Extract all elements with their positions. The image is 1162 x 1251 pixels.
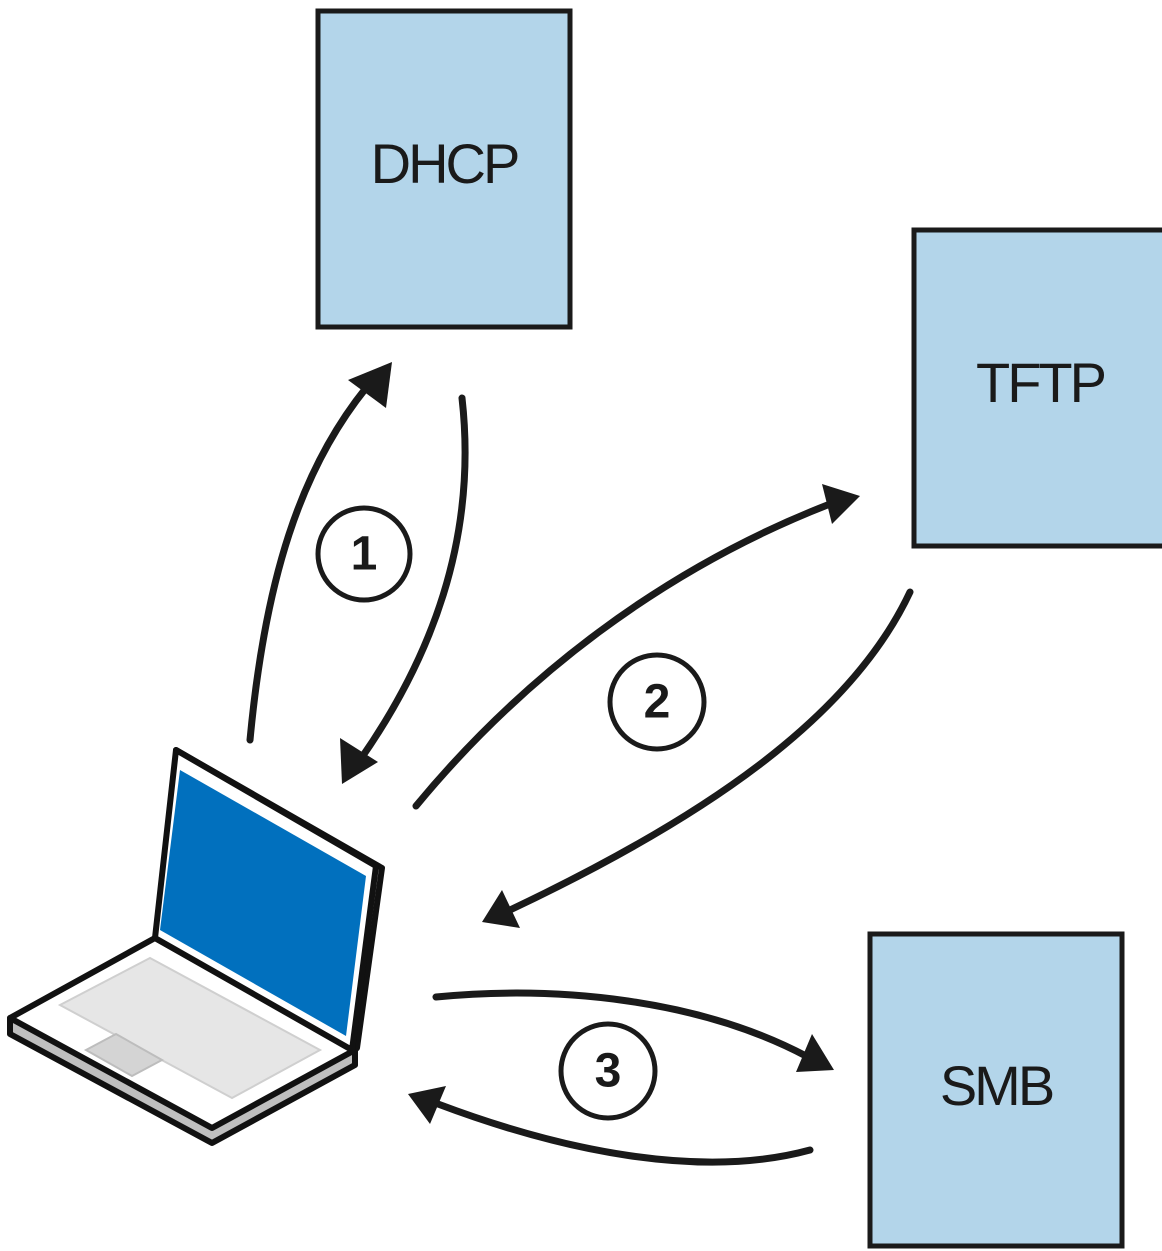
dhcp-request-arrowhead — [348, 362, 392, 408]
step-1-label: 1 — [351, 528, 378, 581]
laptop-keyboard — [57, 956, 323, 1100]
step-2-badge: 2 — [607, 652, 707, 752]
step-1-arrows — [246, 362, 469, 784]
step-3-label: 3 — [595, 1045, 622, 1098]
step-2-label: 2 — [644, 676, 671, 729]
smb-response-arrowhead — [408, 1086, 446, 1124]
step-2-circle — [607, 652, 707, 752]
tftp-request-arrow — [412, 500, 834, 810]
smb-response-arrow — [434, 1100, 814, 1166]
step-2-arrows — [412, 484, 914, 928]
smb-server-box — [867, 931, 1125, 1249]
dhcp-server-label: DHCP — [371, 132, 518, 195]
tftp-server-label: TFTP — [976, 351, 1105, 414]
step-1-circle — [315, 505, 413, 603]
tftp-request-arrowhead — [822, 484, 860, 524]
tftp-response-arrowhead — [482, 890, 520, 928]
tftp-response-arrow — [506, 588, 914, 914]
step-3-badge: 3 — [558, 1021, 658, 1121]
laptop-trackpad — [83, 1032, 165, 1078]
smb-server: SMB — [867, 931, 1125, 1249]
dhcp-response-arrowhead — [340, 738, 378, 784]
step-3-circle — [558, 1021, 658, 1121]
dhcp-response-arrow — [356, 394, 469, 764]
tftp-server: TFTP — [911, 227, 1162, 549]
dhcp-server: DHCP — [315, 8, 573, 330]
laptop-screen — [160, 770, 366, 1036]
smb-request-arrowhead — [796, 1034, 834, 1072]
step-3-arrows — [408, 989, 834, 1166]
step-1-badge: 1 — [315, 505, 413, 603]
dhcp-request-arrow — [246, 384, 370, 744]
tftp-server-box — [911, 227, 1162, 549]
laptop-icon — [7, 747, 385, 1146]
smb-server-label: SMB — [940, 1054, 1053, 1117]
dhcp-server-box — [315, 8, 573, 330]
smb-request-arrow — [432, 989, 810, 1060]
